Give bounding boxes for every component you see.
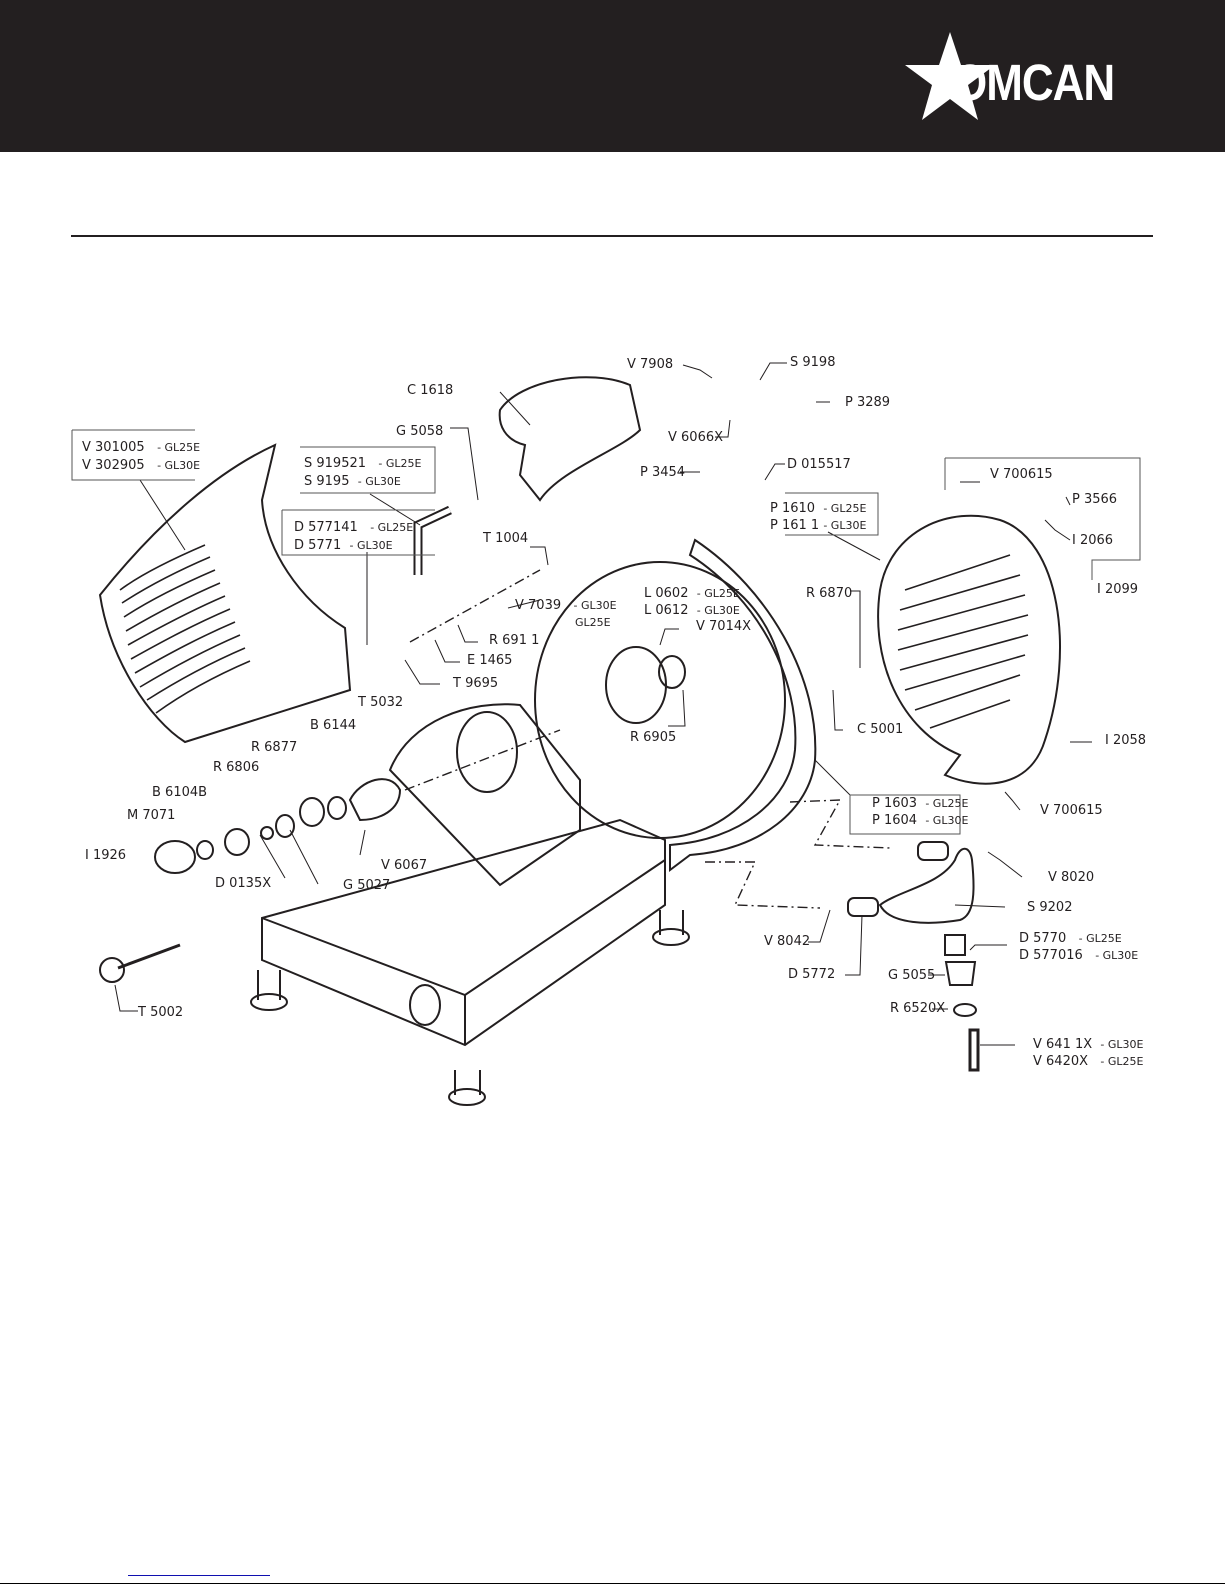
- callout-t5032: T 5032: [358, 695, 404, 710]
- callout-d5772: D 5772: [788, 967, 836, 982]
- callout-v6066x: V 6066X: [668, 430, 724, 445]
- callout-v7908: V 7908: [627, 357, 674, 372]
- callout-s9198: S 9198: [790, 355, 836, 370]
- callout-bolt-gl30e: V 641 1X - GL30E: [1033, 1037, 1144, 1052]
- title-divider: [71, 235, 1153, 237]
- callout-t5002: T 5002: [138, 1005, 184, 1020]
- callout-e1465: E 1465: [467, 653, 513, 668]
- callout-r6870: R 6870: [806, 586, 853, 601]
- omcan-logo: OMCAN: [905, 32, 1155, 122]
- callout-spacer-gl25e: D 577141 - GL25E: [294, 520, 414, 535]
- callout-b6144: B 6144: [310, 718, 357, 733]
- callout-ring-gl25e: P 1610 - GL25E: [770, 501, 867, 516]
- callout-r6520x: R 6520X: [890, 1001, 946, 1016]
- callout-r6911: R 691 1: [489, 633, 540, 648]
- assembly-lines: [404, 569, 891, 909]
- footer-link-underline[interactable]: [128, 1575, 270, 1576]
- exploded-parts-diagram: V 7908 S 9198 P 3289 V 6066X C 1618 G 50…: [0, 340, 1225, 1120]
- callout-ring-gl30e: P 161 1 - GL30E: [770, 518, 867, 533]
- callout-v8020: V 8020: [1048, 870, 1095, 885]
- callout-r6806: R 6806: [213, 760, 260, 775]
- callout-spacer-gl30e: D 5771 - GL30E: [294, 538, 393, 553]
- callout-m7071: M 7071: [127, 808, 176, 823]
- star-icon: [905, 32, 995, 120]
- top-guard: [498, 376, 642, 502]
- base-body: [261, 818, 666, 1047]
- callout-d015517: D 015517: [787, 457, 851, 472]
- callout-bolt-gl25e: V 6420X - GL25E: [1033, 1054, 1144, 1069]
- callout-g5027: G 5027: [343, 878, 391, 893]
- callout-g5058: G 5058: [396, 424, 444, 439]
- callout-tray-gl30e: V 302905 - GL30E: [82, 458, 201, 473]
- callout-v700615-top: V 700615: [990, 467, 1053, 482]
- callout-tray-gl25e: V 301005 - GL25E: [82, 440, 201, 455]
- callout-spring-gl30e: D 577016 - GL30E: [1019, 948, 1139, 963]
- callout-c1618: C 1618: [407, 383, 454, 398]
- callout-v7039-gl25e: GL25E: [575, 616, 611, 629]
- sharpener-knob-assembly: [154, 778, 402, 874]
- callout-blade-ring-gl25e: P 1603 - GL25E: [872, 796, 969, 811]
- callout-b6104b: B 6104B: [152, 785, 208, 800]
- callout-s9202: S 9202: [1027, 900, 1073, 915]
- callout-p3566: P 3566: [1072, 492, 1118, 507]
- callout-v6067: V 6067: [381, 858, 428, 873]
- blade-hub: [605, 646, 667, 724]
- callout-t1004: T 1004: [483, 531, 529, 546]
- callout-v8042: V 8042: [764, 934, 811, 949]
- callout-r6877: R 6877: [251, 740, 298, 755]
- callout-r6905: R 6905: [630, 730, 677, 745]
- callout-blade-gl30e: L 0612 - GL30E: [644, 603, 740, 618]
- footer-divider: [0, 1583, 1225, 1584]
- callout-t9695: T 9695: [453, 676, 499, 691]
- callout-handle-gl30e: S 9195 - GL30E: [304, 474, 401, 489]
- carriage-tray: [98, 443, 352, 744]
- callout-i2058: I 2058: [1105, 733, 1147, 748]
- brand-name: OMCAN: [953, 55, 1115, 112]
- carriage-arm: [878, 847, 975, 924]
- callout-v7014x: V 7014X: [696, 619, 752, 634]
- page-header: OMCAN: [0, 0, 1225, 152]
- callout-spring-gl25e: D 5770 - GL25E: [1019, 931, 1122, 946]
- right-cover: [877, 514, 1061, 785]
- callout-p3289: P 3289: [845, 395, 891, 410]
- parts-drawing: [71, 362, 1141, 1106]
- leader-lines: [114, 362, 1092, 1046]
- callout-blade-ring-gl30e: P 1604 - GL30E: [872, 813, 969, 828]
- callout-v7039: V 7039 - GL30E: [515, 598, 617, 613]
- callout-handle-gl25e: S 919521 - GL25E: [304, 456, 422, 471]
- callout-i2066: I 2066: [1072, 533, 1114, 548]
- feet: [250, 910, 690, 1106]
- callout-i1926: I 1926: [85, 848, 127, 863]
- callout-v700615-bottom: V 700615: [1040, 803, 1103, 818]
- callout-g5055: G 5055: [888, 968, 936, 983]
- callout-c5001: C 5001: [857, 722, 904, 737]
- callout-p3454: P 3454: [640, 465, 686, 480]
- base-column: [388, 703, 581, 887]
- callout-i2099: I 2099: [1097, 582, 1139, 597]
- callout-d0135x: D 0135X: [215, 876, 272, 891]
- callout-blade-gl25e: L 0602 - GL25E: [644, 586, 740, 601]
